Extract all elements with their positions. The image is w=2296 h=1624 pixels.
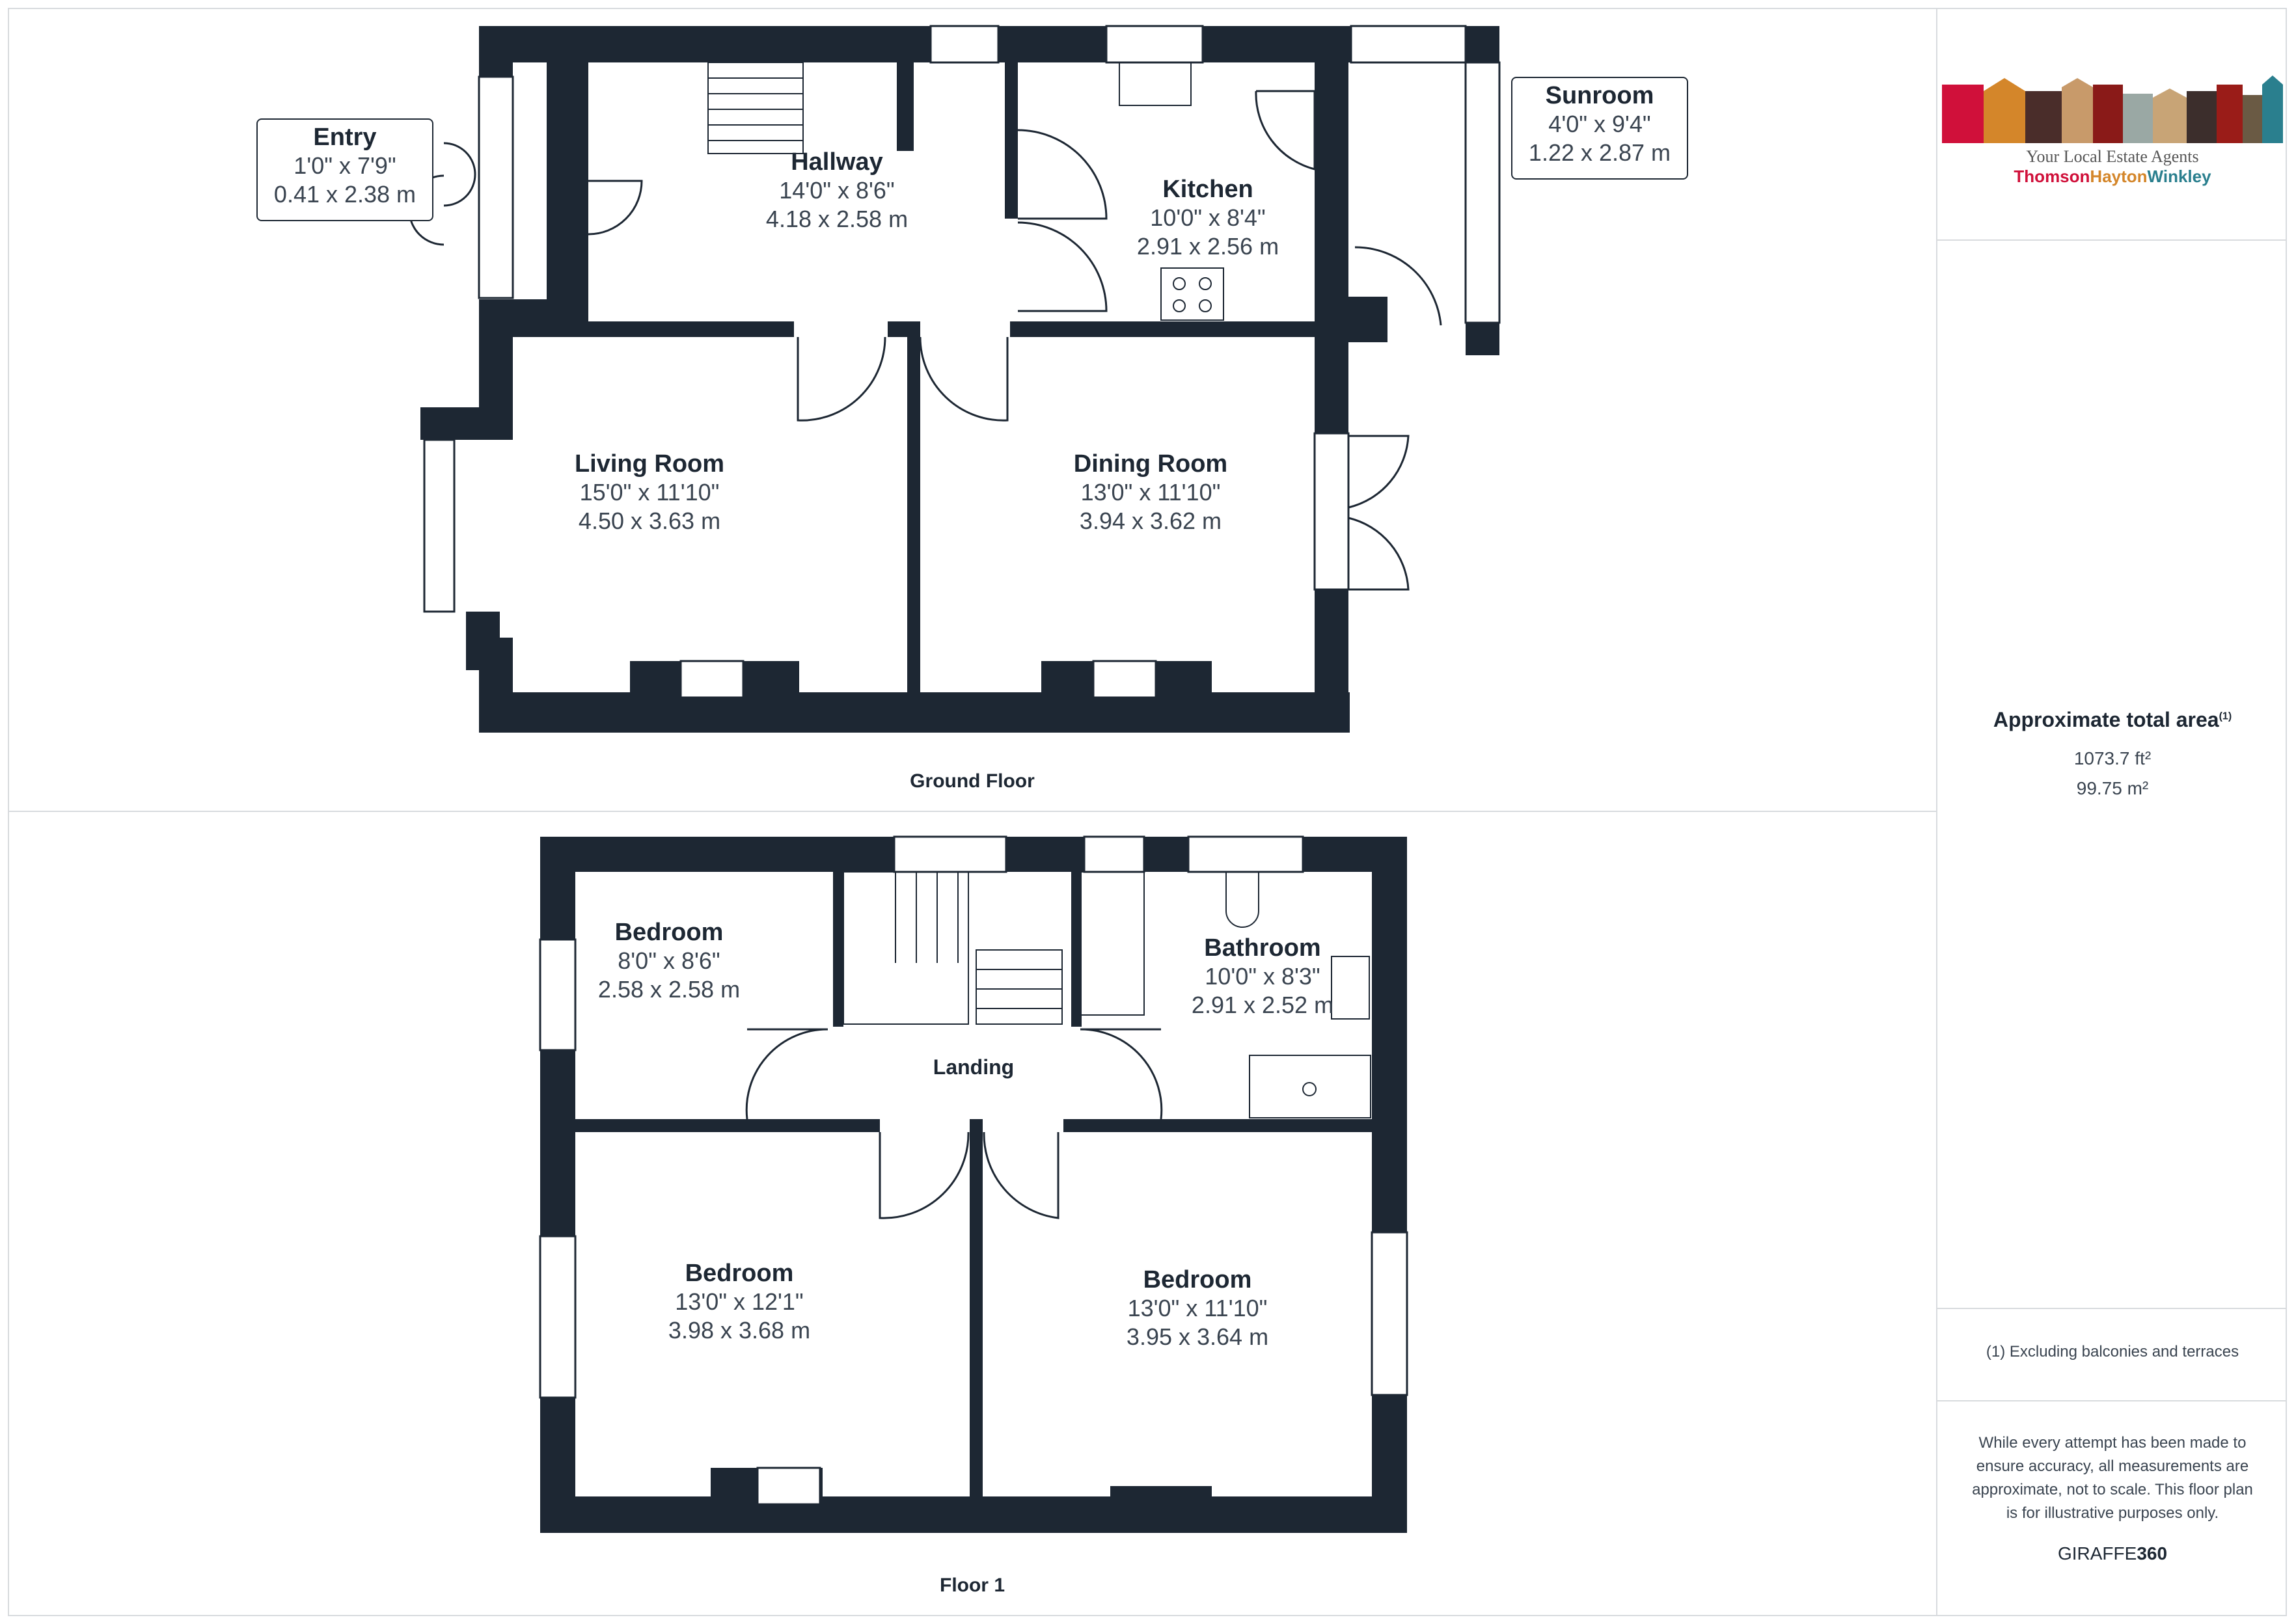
brand-name-2: Hayton xyxy=(2090,167,2148,186)
kitchen-dim-imperial: 10'0" x 8'4" xyxy=(1150,204,1266,231)
ground-floor-label: Ground Floor xyxy=(910,770,1035,792)
bathroom-name: Bathroom xyxy=(1204,934,1321,962)
area-m: 99.75 m² xyxy=(2076,778,2149,798)
dining-room-name: Dining Room xyxy=(1073,450,1228,478)
disclaimer: While every attempt has been made to ens… xyxy=(1972,1434,2253,1522)
footnote: (1) Excluding balconies and terraces xyxy=(1986,1343,2239,1360)
kitchen-label: Kitchen 10'0" x 8'4" 2.91 x 2.56 m xyxy=(1137,176,1279,261)
bedroom-left-label: Bedroom 13'0" x 12'1" 3.98 x 3.68 m xyxy=(668,1260,810,1345)
hallway-dim-metric: 4.18 x 2.58 m xyxy=(765,206,909,232)
bedroom-small-dim-metric: 2.58 x 2.58 m xyxy=(597,976,741,1003)
provider-name-1: GIRAFFE xyxy=(2057,1543,2137,1563)
floor1-fixtures xyxy=(843,871,1371,1118)
bedroom-small-label: Bedroom 8'0" x 8'6" 2.58 x 2.58 m xyxy=(598,919,740,1004)
floor1-label: Floor 1 xyxy=(939,1575,1005,1596)
kitchen-dim-metric: 2.91 x 2.56 m xyxy=(1136,233,1279,260)
ground-floor-fixtures xyxy=(707,62,1224,321)
bedroom-right-dim-metric: 3.95 x 3.64 m xyxy=(1126,1323,1269,1350)
area-footnote-mark: (1) xyxy=(2219,710,2232,722)
bathroom-dim-metric: 2.91 x 2.52 m xyxy=(1191,992,1334,1018)
dining-room-label: Dining Room 13'0" x 11'10" 3.94 x 3.62 m xyxy=(1074,450,1227,535)
floor1-windows xyxy=(539,835,1408,1506)
area-title: Approximate total area(1) xyxy=(1942,708,2283,732)
bedroom-small-name: Bedroom xyxy=(614,919,724,946)
landing-label: Landing xyxy=(933,1055,1014,1079)
brand-houses-icon xyxy=(1942,75,2283,143)
floor1-doors xyxy=(745,1028,1163,1219)
bedroom-right-dim-imperial: 13'0" x 11'10" xyxy=(1127,1295,1268,1321)
bathroom-dim-imperial: 10'0" x 8'3" xyxy=(1205,963,1320,990)
hallway-dim-imperial: 14'0" x 8'6" xyxy=(779,177,895,204)
bedroom-right-label: Bedroom 13'0" x 11'10" 3.95 x 3.64 m xyxy=(1127,1266,1268,1351)
sunroom-name: Sunroom xyxy=(1545,82,1654,109)
brand-text: Your Local Estate Agents ThomsonHaytonWi… xyxy=(1942,146,2283,187)
ground-floor-windows xyxy=(423,25,1501,699)
area-summary: Approximate total area(1) 1073.7 ft² 99.… xyxy=(1942,708,2283,804)
provider-name-2: 360 xyxy=(2137,1543,2168,1563)
brand-name-1: Thomson xyxy=(2014,167,2090,186)
dining-room-dim-imperial: 13'0" x 11'10" xyxy=(1080,479,1221,506)
sidebar-rule-1 xyxy=(1937,239,2287,241)
area-title-text: Approximate total area xyxy=(1993,708,2219,731)
kitchen-name: Kitchen xyxy=(1162,176,1253,203)
landing-name: Landing xyxy=(933,1055,1015,1079)
bedroom-left-dim-imperial: 13'0" x 12'1" xyxy=(675,1288,804,1315)
sidebar-divider xyxy=(1936,8,1937,1616)
bedroom-small-dim-imperial: 8'0" x 8'6" xyxy=(618,947,720,974)
brand-tagline: Your Local Estate Agents xyxy=(2026,147,2199,166)
sheet-border xyxy=(8,8,2287,1616)
brand-name-3: Winkley xyxy=(2147,167,2211,186)
living-room-name: Living Room xyxy=(574,450,725,478)
hallway-label: Hallway 14'0" x 8'6" 4.18 x 2.58 m xyxy=(766,148,908,234)
living-room-dim-metric: 4.50 x 3.63 m xyxy=(578,508,721,534)
floor-divider xyxy=(8,811,1937,812)
sunroom-dim-imperial: 4'0" x 9'4" xyxy=(1548,111,1651,137)
area-ft: 1073.7 ft² xyxy=(2073,748,2152,768)
sidebar-rule-2 xyxy=(1937,1308,2287,1309)
entry-callout: Entry 1'0" x 7'9" 0.41 x 2.38 m xyxy=(256,118,433,221)
bathroom-label: Bathroom 10'0" x 8'3" 2.91 x 2.52 m xyxy=(1192,934,1333,1020)
provider-logo: GIRAFFE360 xyxy=(1942,1543,2283,1564)
ground-floor-walls xyxy=(420,26,1499,733)
sunroom-dim-metric: 1.22 x 2.87 m xyxy=(1528,139,1671,166)
bedroom-left-dim-metric: 3.98 x 3.68 m xyxy=(668,1317,811,1344)
bedroom-right-name: Bedroom xyxy=(1143,1266,1252,1293)
sidebar-rule-3 xyxy=(1937,1400,2287,1401)
bedroom-left-name: Bedroom xyxy=(685,1260,794,1287)
living-room-dim-imperial: 15'0" x 11'10" xyxy=(579,479,720,506)
dining-room-dim-metric: 3.94 x 3.62 m xyxy=(1079,508,1222,534)
sunroom-callout: Sunroom 4'0" x 9'4" 1.22 x 2.87 m xyxy=(1511,77,1688,180)
entry-dim-imperial: 1'0" x 7'9" xyxy=(294,152,396,179)
living-room-label: Living Room 15'0" x 11'10" 4.50 x 3.63 m xyxy=(575,450,724,535)
entry-name: Entry xyxy=(313,124,377,151)
hallway-name: Hallway xyxy=(791,148,883,176)
entry-dim-metric: 0.41 x 2.38 m xyxy=(273,181,417,208)
brand-logo: Your Local Estate Agents ThomsonHaytonWi… xyxy=(1942,72,2283,187)
